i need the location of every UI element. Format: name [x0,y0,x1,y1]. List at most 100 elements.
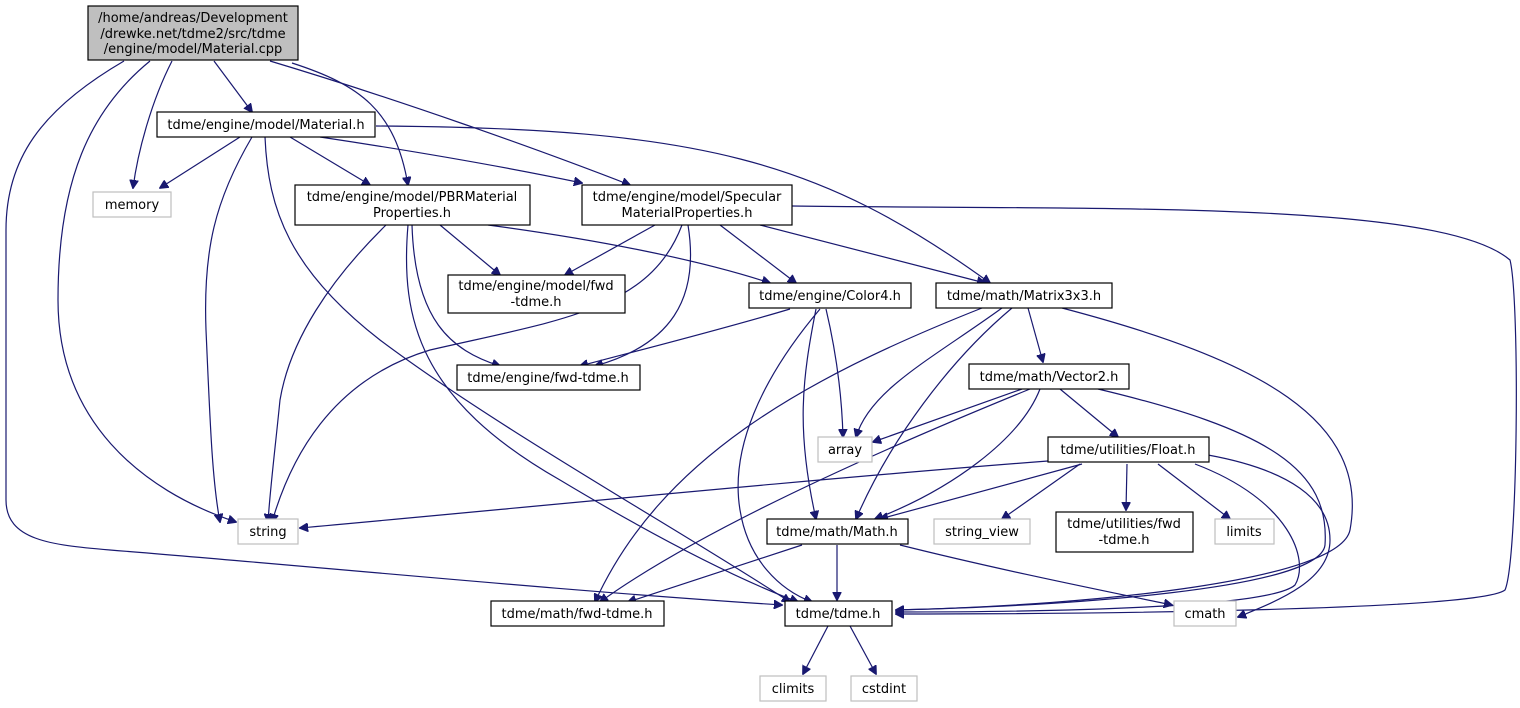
node-label-line: tdme/engine/model/fwd [458,279,613,294]
node-math-fwd-tdme-h[interactable]: tdme/math/fwd-tdme.h [490,600,665,627]
node-label: array [828,443,862,458]
edge-matrix3x3-vector2 [1027,307,1043,362]
edges [5,60,1517,674]
edge-float-h-string-view [1002,463,1081,519]
node-matrix3x3-h[interactable]: tdme/math/Matrix3x3.h [935,282,1113,309]
node-cstdint[interactable]: cstdint [850,675,918,702]
edge-vector2-math-h [875,388,1041,519]
edge-material-h-specular [319,136,582,183]
edge-float-h-cmath [1207,454,1331,617]
edge-tdme-h-cstdint [849,625,876,674]
edge-root-memory [133,60,173,188]
edge-root-pbr [291,62,408,185]
edge-matrix3x3-tdme-h [896,307,1353,610]
edge-specular-model-fwd [565,224,656,275]
edge-vector2-array [873,388,1023,442]
edge-specular-string [272,224,683,522]
node-array[interactable]: array [817,436,873,463]
node-label-line: -tdme.h [510,295,561,310]
edge-vector2-math-fwd [600,388,1031,602]
edge-vector2-float-h [1059,388,1118,437]
node-float-h[interactable]: tdme/utilities/Float.h [1047,436,1210,463]
edge-specular-color4 [719,224,796,283]
edge-vector2-tdme-h [896,388,1326,610]
edge-float-h-limits [1157,463,1230,519]
node-vector2-h[interactable]: tdme/math/Vector2.h [968,363,1130,390]
node-label: climits [772,682,815,697]
node-label-line: tdme/engine/model/PBRMaterial [307,190,518,205]
edge-color4-array [825,308,843,437]
node-engine-fwd-tdme-h[interactable]: tdme/engine/fwd-tdme.h [456,364,641,391]
node-math-h[interactable]: tdme/math/Math.h [766,518,909,545]
edge-float-h-util-fwd [1126,463,1127,510]
node-climits[interactable]: climits [759,675,827,702]
edge-matrix3x3-math-fwd [595,307,983,602]
node-label: tdme/math/Vector2.h [980,370,1119,385]
edge-color4-engine-fwd [580,308,791,366]
edge-tdme-h-climits [803,625,829,674]
edge-matrix3x3-math-h [856,307,1013,519]
node-label: cmath [1184,607,1225,622]
node-label-line: MaterialProperties.h [622,206,753,221]
node-label: cstdint [862,682,906,697]
node-string[interactable]: string [237,518,299,545]
node-label-line: /home/andreas/Development [98,11,288,26]
node-utilities-fwd-tdme-h[interactable]: tdme/utilities/fwd -tdme.h [1055,511,1194,553]
node-color4-h[interactable]: tdme/engine/Color4.h [748,282,912,309]
node-root-material-cpp[interactable]: /home/andreas/Development /drewke.net/td… [87,5,299,61]
edge-material-h-pbr [289,136,370,185]
node-cmath[interactable]: cmath [1173,600,1237,627]
node-label-line: tdme/utilities/fwd [1067,517,1181,532]
node-label: tdme/utilities/Float.h [1061,443,1196,458]
node-pbr-material-properties-h[interactable]: tdme/engine/model/PBRMaterial Properties… [294,184,531,226]
node-specular-material-properties-h[interactable]: tdme/engine/model/Specular MaterialPrope… [581,184,793,226]
node-label: string_view [945,525,1019,540]
node-label: tdme/math/Matrix3x3.h [947,289,1101,304]
node-tdme-h[interactable]: tdme/tdme.h [784,600,893,627]
edge-color4-math-h [802,308,816,519]
edge-float-h-tdme-h [896,463,1301,612]
node-label-line: Properties.h [373,206,451,221]
node-label: tdme/engine/Color4.h [759,289,901,304]
edge-float-h-string [300,460,1049,528]
node-limits[interactable]: limits [1214,518,1275,545]
node-label: memory [105,198,160,213]
edge-color4-tdme-h [737,308,821,602]
edge-specular-matrix3x3 [759,224,985,283]
edge-pbr-tdme-h [405,224,798,602]
edge-material-h-tdme-h [264,136,790,602]
edge-math-h-cmath [899,544,1172,605]
node-memory[interactable]: memory [92,191,172,218]
edge-pbr-string [268,224,387,522]
edge-root-tdme-h [5,60,782,605]
edge-float-h-math-h [880,463,1083,519]
edge-material-h-memory [160,136,241,188]
node-model-fwd-tdme-h[interactable]: tdme/engine/model/fwd -tdme.h [447,274,626,314]
edge-material-h-string [205,136,253,522]
node-label: tdme/tdme.h [796,607,881,622]
node-label-line: /engine/model/Material.cpp [104,42,283,57]
edge-specular-engine-fwd [595,224,692,366]
node-label: tdme/engine/model/Material.h [167,118,364,133]
node-label: tdme/math/Math.h [776,525,898,540]
edge-material-h-matrix3x3 [375,125,990,283]
node-label-line: tdme/engine/model/Specular [593,190,782,205]
node-material-h[interactable]: tdme/engine/model/Material.h [156,111,376,138]
edge-specular-tdme-h [791,205,1517,614]
edge-matrix3x3-array [856,307,1003,437]
edge-pbr-engine-fwd [411,224,500,366]
node-label: tdme/engine/fwd-tdme.h [467,371,628,386]
node-label-line: -tdme.h [1098,533,1149,548]
node-label-line: /drewke.net/tdme2/src/tdme [100,27,285,42]
edge-root-specular [269,60,630,185]
node-string-view[interactable]: string_view [933,518,1031,545]
node-label: limits [1226,525,1262,540]
edge-root-string [57,60,236,522]
edge-pbr-model-fwd [439,224,500,275]
edge-root-material-h [213,60,252,112]
edge-math-h-math-fwd [628,544,803,602]
node-label: string [249,525,286,540]
edge-pbr-color4 [487,224,770,283]
node-label: tdme/math/fwd-tdme.h [501,607,652,622]
